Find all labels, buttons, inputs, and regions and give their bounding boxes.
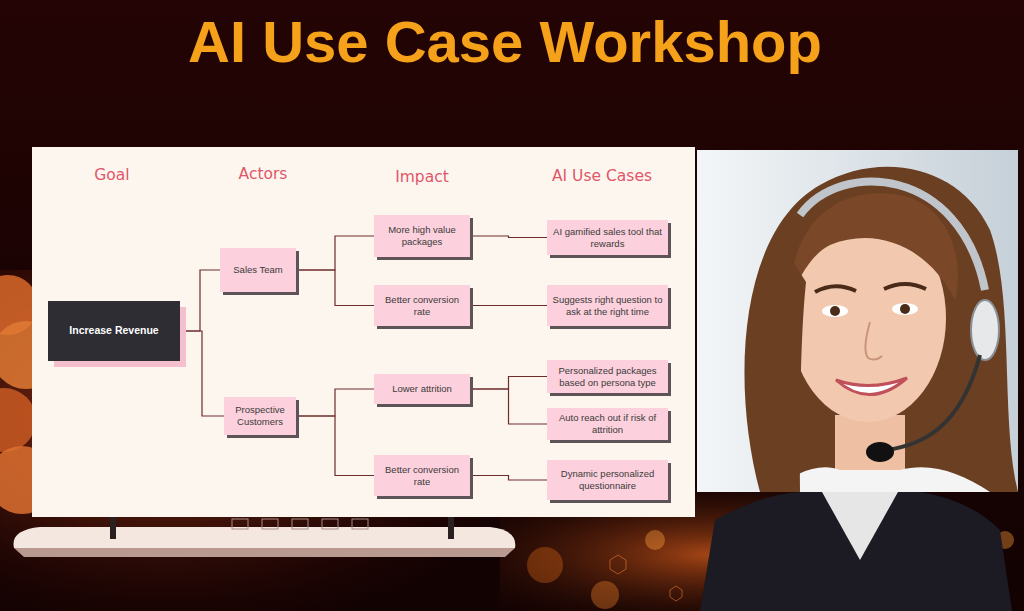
column-header: AI Use Cases bbox=[552, 167, 652, 186]
iris bbox=[830, 306, 840, 316]
connector-line bbox=[470, 377, 547, 390]
photo-backdrop bbox=[697, 150, 1018, 492]
bokeh-light bbox=[645, 530, 665, 550]
item-box: Lower attrition bbox=[374, 374, 470, 404]
node-text: Suggests right question to ask at the ri… bbox=[551, 294, 664, 318]
chair bbox=[352, 519, 368, 529]
microphone bbox=[866, 442, 894, 462]
item-box: Suggests right question to ask at the ri… bbox=[547, 285, 668, 326]
eye bbox=[892, 303, 918, 315]
eyebrow bbox=[884, 284, 926, 289]
orange-tree bbox=[0, 388, 36, 452]
person-figure bbox=[448, 515, 454, 539]
chair bbox=[322, 519, 338, 529]
node-text: Better conversion rate bbox=[378, 464, 466, 488]
node-text: Prospective Customers bbox=[228, 404, 292, 428]
bokeh-light bbox=[527, 547, 563, 583]
nose bbox=[865, 322, 882, 360]
node-text: AI gamified sales tool that rewards bbox=[551, 226, 664, 250]
connector-line bbox=[470, 476, 547, 481]
iris bbox=[900, 304, 910, 314]
smile bbox=[836, 378, 907, 395]
chair bbox=[292, 519, 308, 529]
hair-strand bbox=[762, 260, 806, 492]
column-header: Impact bbox=[395, 168, 449, 187]
node-text: Better conversion rate bbox=[378, 294, 466, 318]
item-box: AI gamified sales tool that rewards bbox=[547, 220, 668, 255]
eyebrow bbox=[815, 286, 856, 292]
microphone-boom bbox=[887, 355, 980, 450]
page-title: AI Use Case Workshop bbox=[0, 10, 1010, 74]
eye bbox=[822, 305, 848, 317]
headset-band bbox=[800, 182, 985, 290]
connector-line bbox=[296, 389, 374, 416]
item-box: Better conversion rate bbox=[374, 285, 470, 326]
item-box: Better conversion rate bbox=[374, 455, 470, 496]
connector-line bbox=[470, 389, 547, 424]
connector-line bbox=[470, 305, 547, 306]
column-header: Goal bbox=[94, 166, 129, 185]
stage-platform bbox=[14, 527, 516, 548]
connector-line bbox=[470, 236, 547, 238]
connector-line bbox=[180, 331, 224, 416]
connector-line bbox=[180, 270, 220, 331]
person-figure bbox=[110, 515, 116, 539]
node-text: Auto reach out if risk of attrition bbox=[551, 412, 664, 436]
chair bbox=[262, 519, 278, 529]
hexagon-outline bbox=[610, 555, 626, 574]
node-text: Increase Revenue bbox=[69, 324, 158, 337]
chair bbox=[232, 519, 248, 529]
platform-edge bbox=[14, 548, 515, 557]
hair bbox=[744, 167, 1018, 492]
node-text: Lower attrition bbox=[392, 383, 452, 395]
item-box: Auto reach out if risk of attrition bbox=[547, 408, 668, 440]
node-text: Dynamic personalized questionnaire bbox=[551, 468, 664, 492]
operator-photo bbox=[697, 150, 1018, 492]
connector-line bbox=[296, 270, 374, 306]
suit-figure bbox=[700, 492, 1012, 611]
item-box: Personalized packages based on persona t… bbox=[547, 360, 668, 393]
item-box: Dynamic personalized questionnaire bbox=[547, 460, 668, 500]
bokeh-light bbox=[591, 581, 619, 609]
goal-box: Increase Revenue bbox=[48, 301, 180, 361]
shirt-collar bbox=[822, 492, 898, 560]
connector-line bbox=[296, 236, 374, 270]
item-box: Prospective Customers bbox=[224, 397, 296, 435]
hexagon-outline bbox=[670, 586, 682, 601]
node-text: More high value packages bbox=[378, 224, 466, 248]
node-text: Personalized packages based on persona t… bbox=[551, 365, 664, 389]
top-garment bbox=[770, 467, 990, 492]
item-box: Sales Team bbox=[220, 248, 296, 292]
headset-earpiece bbox=[971, 300, 999, 360]
connector-line bbox=[296, 416, 374, 476]
item-box: More high value packages bbox=[374, 215, 470, 257]
hair-fringe bbox=[790, 193, 958, 300]
node-text: Sales Team bbox=[233, 264, 282, 276]
column-header: Actors bbox=[239, 165, 288, 184]
